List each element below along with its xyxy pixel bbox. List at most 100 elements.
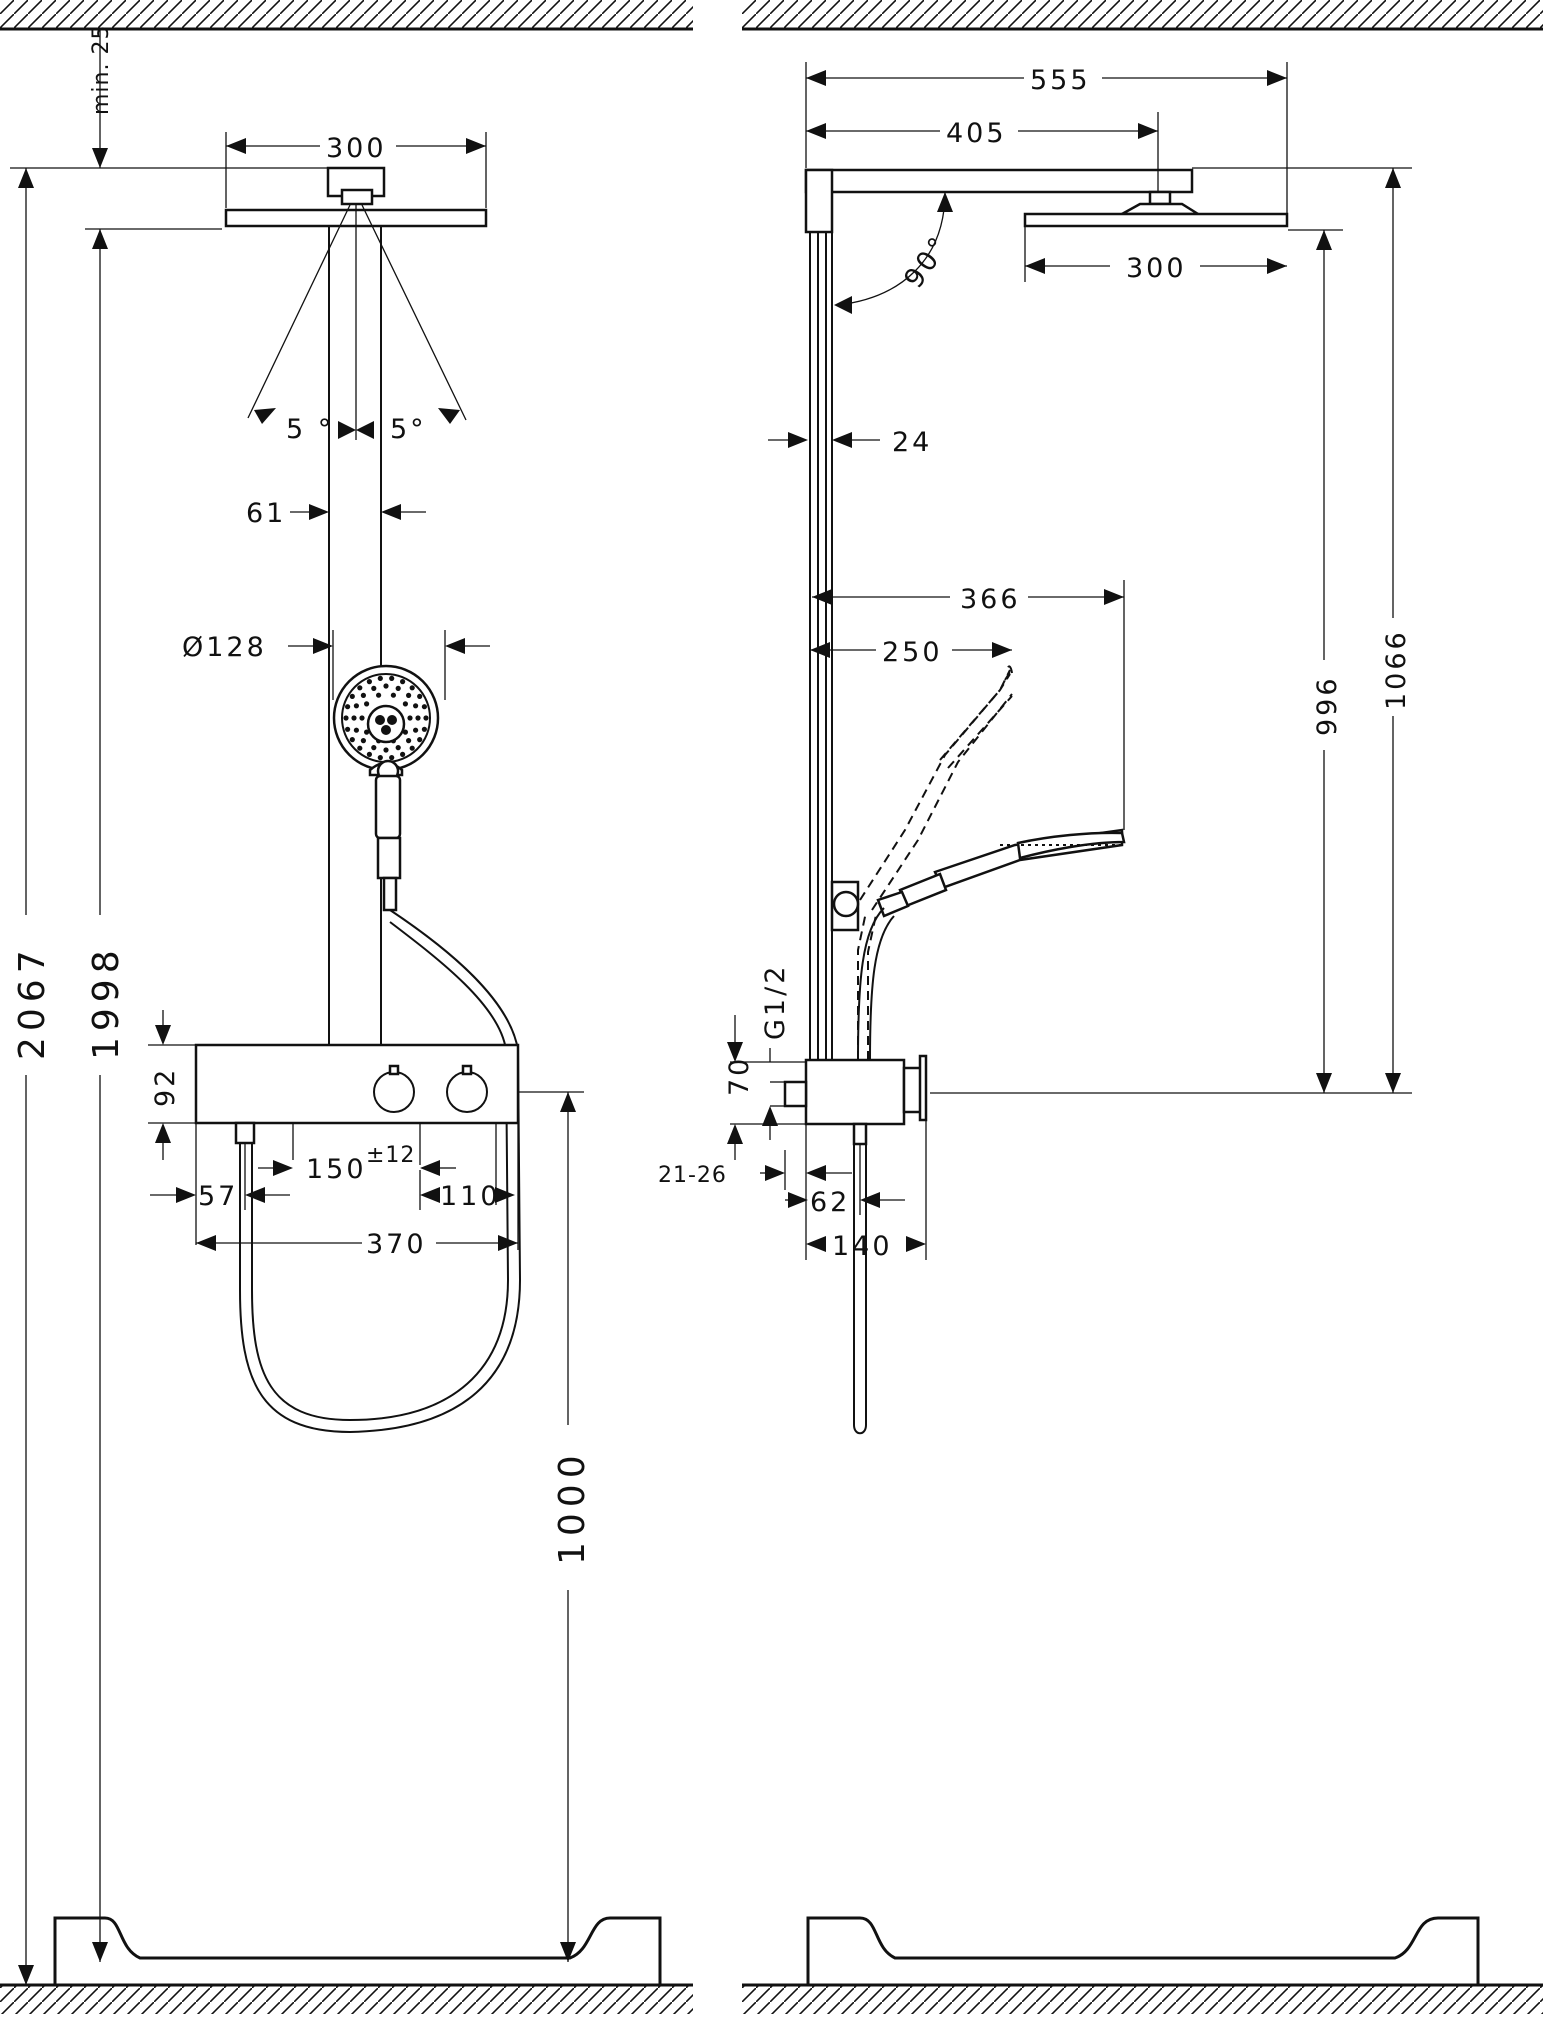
ceiling-right xyxy=(742,0,1543,31)
dim-rail-depth: 24 xyxy=(768,427,932,458)
nozzle-dot xyxy=(409,745,415,751)
reach-min-label: 250 xyxy=(882,637,943,668)
nozzle-dot xyxy=(364,729,370,735)
shower-arm-side xyxy=(804,168,1194,234)
nozzle-dot xyxy=(364,701,370,707)
dim-arm-to-head: 405 xyxy=(806,112,1159,192)
nozzle-dot xyxy=(357,745,363,751)
dim-left-offset: 57 xyxy=(150,1143,290,1212)
dim-pipe-width: 61 xyxy=(246,498,426,529)
hand-shower-side-raised xyxy=(857,665,1013,1060)
nozzle-dot xyxy=(349,693,355,700)
shower-pipe-front xyxy=(328,226,382,1045)
nozzle-dot xyxy=(421,726,427,732)
bathtub-right xyxy=(806,1916,1480,1985)
dim-min-gap-label: min. 25 xyxy=(89,25,114,115)
dim-thermostat-width: 370 xyxy=(196,1229,518,1260)
nozzle-dot xyxy=(377,675,383,682)
tilt-right-label: 5° xyxy=(390,414,427,445)
dim-arm-total: 555 xyxy=(805,62,1288,214)
handshower-holder-side xyxy=(830,880,860,932)
nozzle-dot xyxy=(395,685,401,692)
dim-center-height: 70 xyxy=(724,1056,806,1160)
dim-angle: 90° xyxy=(834,191,956,314)
dim-inlet-depth: 62 xyxy=(785,1144,905,1218)
nozzle-dot xyxy=(413,703,419,709)
center-height-label: 70 xyxy=(724,1056,755,1096)
nozzle-dot xyxy=(353,727,359,733)
hand-shower-side xyxy=(876,828,1126,918)
nozzle-dot xyxy=(415,715,421,721)
overhead-shower-side xyxy=(1023,190,1289,228)
dim-handshower-diameter: Ø128 xyxy=(182,630,490,700)
arm-above-thermostat-label: 1066 xyxy=(1381,629,1412,710)
floor-right xyxy=(742,1983,1543,2014)
nozzle-dot xyxy=(383,747,389,753)
nozzle-dot xyxy=(400,679,406,685)
arm-to-head-label: 405 xyxy=(946,118,1007,149)
nozzle-dot xyxy=(353,703,359,709)
nozzle-dot xyxy=(406,692,412,699)
nozzle-dot xyxy=(371,745,377,751)
nozzle-dot xyxy=(366,679,372,685)
nozzle-dot xyxy=(400,751,406,758)
nozzle-dot xyxy=(371,685,377,692)
nozzle-dot xyxy=(406,738,412,744)
nozzle-dot xyxy=(389,755,395,761)
thread-label: G1/2 xyxy=(760,964,791,1040)
tilt-left-label: 5 ° xyxy=(286,414,334,445)
hose-side-inner xyxy=(869,915,895,1061)
nozzle-dot xyxy=(402,729,408,735)
inlet-depth-label: 62 xyxy=(810,1187,850,1218)
hose-front xyxy=(239,909,522,1434)
nozzle-dot xyxy=(357,685,363,691)
total-height-label: 2067 xyxy=(12,944,53,1060)
floor-left xyxy=(0,1983,693,2014)
dim-total-height: 2067 xyxy=(12,168,53,1985)
nozzle-dot xyxy=(366,751,372,758)
thermostat-side xyxy=(783,1054,928,1146)
dim-thread: G1/2 xyxy=(727,964,806,1063)
dim-head-width-side: 300 xyxy=(1024,226,1287,284)
arm-total-label: 555 xyxy=(1030,65,1091,96)
tilt-line-right xyxy=(361,204,467,421)
dim-right-offset: 110 xyxy=(419,1170,515,1212)
nozzle-dot xyxy=(345,726,351,732)
nozzle-dot xyxy=(360,738,366,744)
outlet-spacing-label: 150 xyxy=(306,1154,367,1185)
reach-max-label: 366 xyxy=(960,584,1021,615)
nozzle-dot xyxy=(417,693,423,700)
pipe-width-label: 61 xyxy=(246,498,286,529)
wall-gap-label: 21-26 xyxy=(658,1163,727,1188)
tilt-line-left xyxy=(247,204,351,419)
nozzle-dot xyxy=(377,755,383,761)
dim-tilt-angle: 5 ° 5° xyxy=(254,408,460,445)
dim-reach-max: 366 xyxy=(812,580,1125,830)
head-above-thermostat-label: 996 xyxy=(1312,675,1343,736)
thermostat-floor-label: 1000 xyxy=(552,1449,593,1565)
nozzle-dot xyxy=(407,715,413,721)
nozzle-dot xyxy=(390,692,396,698)
dim-wall-gap: 21-26 xyxy=(658,1124,852,1260)
nozzle-dot xyxy=(417,737,423,743)
thermostat-height-label: 92 xyxy=(150,1067,181,1107)
hand-shower-front xyxy=(332,664,440,912)
nozzle-dot xyxy=(359,715,365,721)
nozzle-dot xyxy=(421,704,427,710)
outlet-tolerance-label: ±12 xyxy=(366,1143,415,1168)
hose-side-down xyxy=(853,1144,867,1435)
nozzle-dot xyxy=(409,685,415,691)
dim-depth: 140 xyxy=(806,1120,927,1262)
nozzle-dot xyxy=(402,701,408,707)
dim-outlet-spacing: 150 ±12 xyxy=(258,1143,456,1185)
nozzle-dot xyxy=(389,675,395,682)
rail-depth-label: 24 xyxy=(892,427,932,458)
overhead-width-label: 300 xyxy=(326,133,387,164)
nozzle-dot xyxy=(413,727,419,733)
nozzle-dot xyxy=(395,745,401,751)
angle-label: 90° xyxy=(898,230,956,294)
thermostat-front xyxy=(194,1043,520,1250)
nozzle-dot xyxy=(351,715,357,721)
left-offset-label: 57 xyxy=(198,1181,238,1212)
